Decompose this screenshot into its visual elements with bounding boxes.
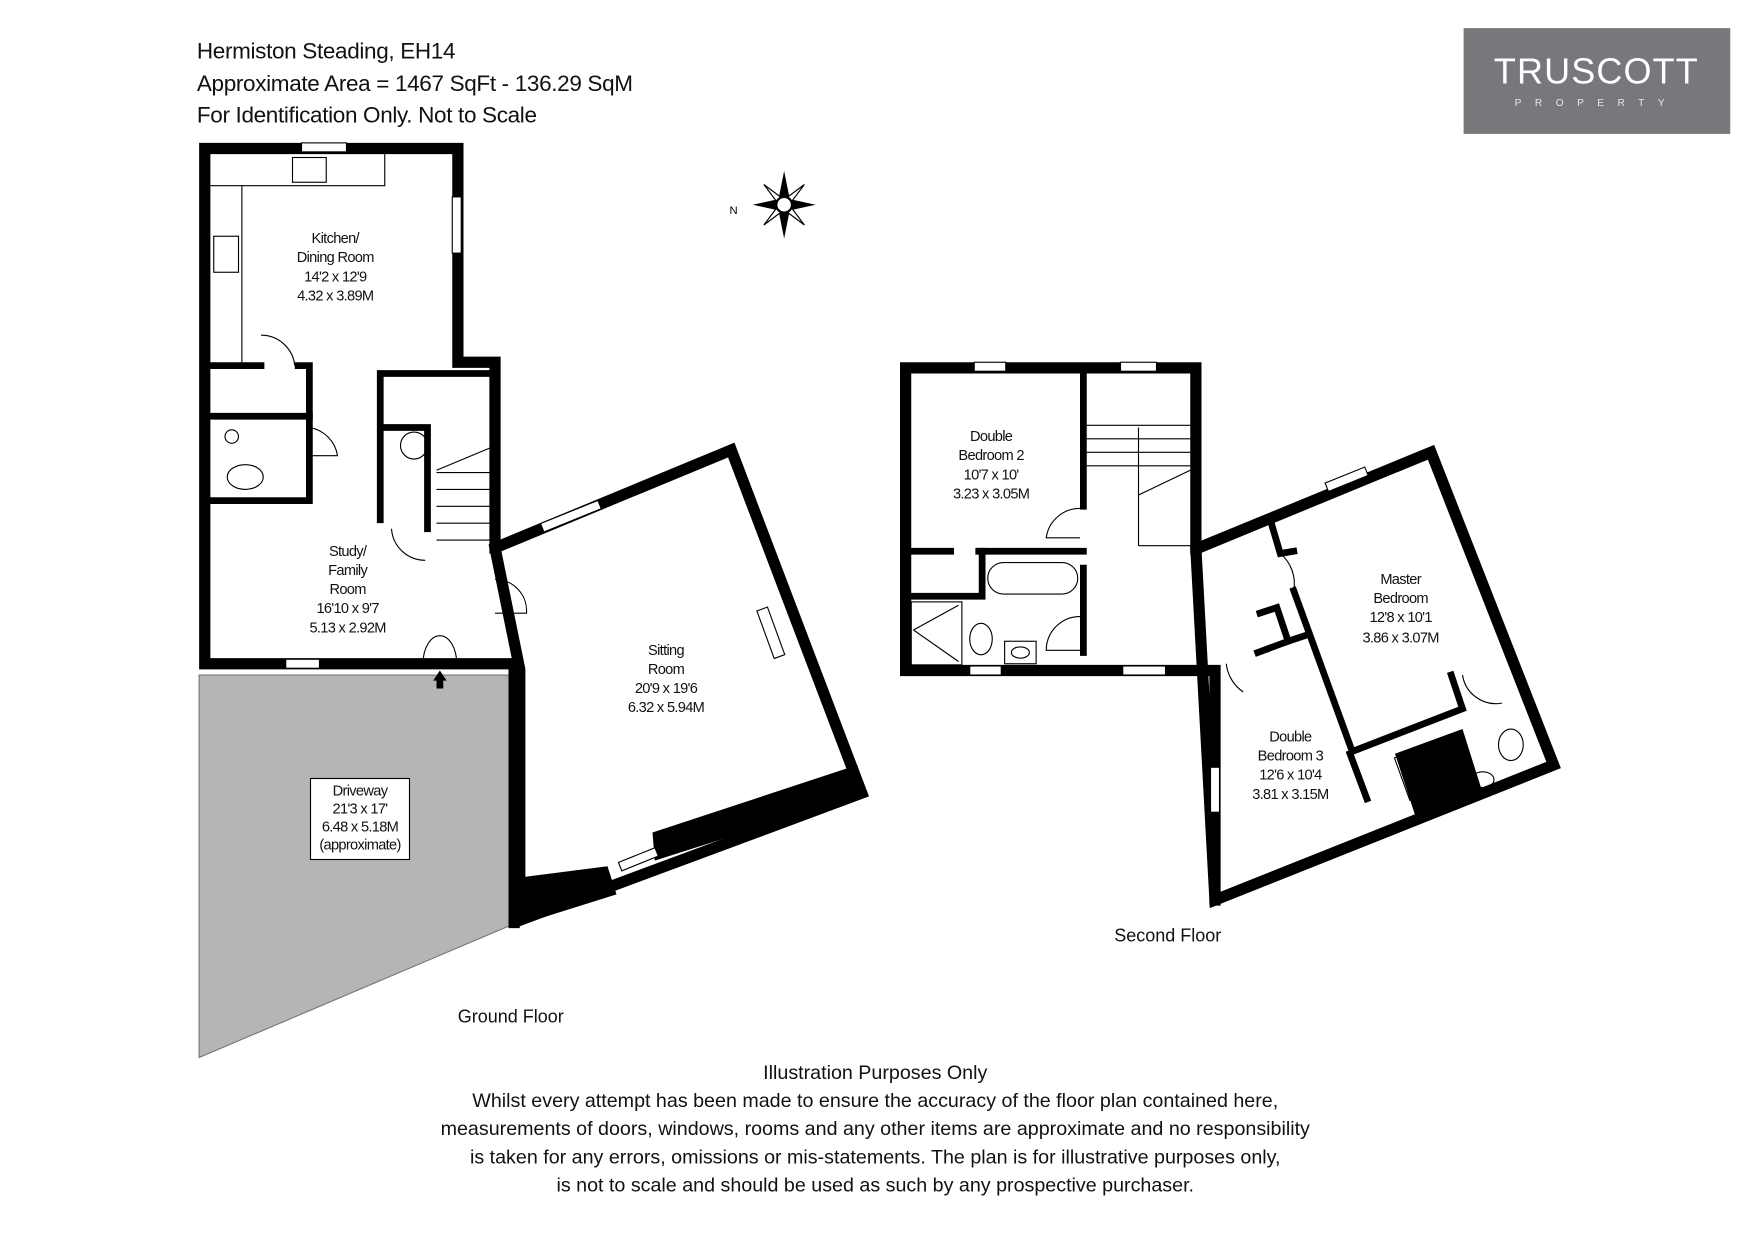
room-dim-metric: 3.23 x 3.05M	[953, 486, 1029, 502]
room-name: Bedroom 2	[958, 448, 1024, 464]
room-name: Kitchen/	[312, 231, 361, 247]
room-dim-imperial: 14'2 x 12'9	[304, 269, 367, 285]
room-name: Family	[328, 563, 368, 579]
disclaimer-line: Whilst every attempt has been made to en…	[472, 1090, 1278, 1112]
room-name: Bedroom 3	[1258, 749, 1324, 765]
entrance-arrow-icon	[433, 670, 447, 689]
room-driveway: Driveway 21'3 x 17' 6.48 x 5.18M (approx…	[309, 777, 411, 861]
room-dim-metric: 3.86 x 3.07M	[1362, 630, 1438, 646]
room-dim-metric: 6.32 x 5.94M	[628, 700, 704, 716]
compass-icon	[752, 171, 816, 239]
room-name: Room	[648, 662, 685, 678]
room-name: Driveway	[333, 783, 389, 799]
logo-name: TRUSCOTT	[1494, 50, 1699, 91]
room-name: Study/	[329, 544, 368, 560]
room-sitting: Sitting Room 20'9 x 19'6 6.32 x 5.94M	[628, 643, 705, 716]
room-master-bedroom: Master Bedroom 12'8 x 10'1 3.86 x 3.07M	[1362, 572, 1439, 647]
disclaimer-line: is taken for any errors, omissions or mi…	[470, 1146, 1281, 1168]
room-dim-metric: 4.32 x 3.89M	[297, 288, 373, 304]
room-double-bedroom-3: Double Bedroom 3 12'6 x 10'4 3.81 x 3.15…	[1252, 729, 1329, 803]
room-dim-imperial: 12'8 x 10'1	[1369, 610, 1432, 626]
disclaimer: Illustration Purposes Only Whilst every …	[441, 1062, 1310, 1197]
room-name: Double	[1269, 729, 1312, 745]
identification-note: For Identification Only. Not to Scale	[197, 103, 537, 128]
room-dim-metric: 3.81 x 3.15M	[1252, 787, 1328, 803]
room-double-bedroom-2: Double Bedroom 2 10'7 x 10' 3.23 x 3.05M	[953, 429, 1030, 502]
room-name: Dining Room	[297, 250, 375, 266]
property-title: Hermiston Steading, EH14	[197, 39, 455, 64]
room-dim-imperial: 16'10 x 9'7	[316, 601, 379, 617]
room-name: Bedroom	[1373, 591, 1428, 607]
driveway-area	[198, 674, 513, 1059]
room-dim-imperial: 20'9 x 19'6	[635, 681, 698, 697]
room-dim-metric: 5.13 x 2.92M	[309, 620, 385, 636]
logo-sub: PROPERTY	[1515, 98, 1678, 109]
room-name: Master	[1380, 572, 1421, 588]
truscott-logo: TRUSCOTT PROPERTY	[1463, 28, 1731, 134]
room-dim-imperial: 21'3 x 17'	[333, 801, 389, 817]
room-name: Sitting	[648, 643, 684, 659]
room-study: Study/ Family Room 16'10 x 9'7 5.13 x 2.…	[309, 544, 386, 637]
compass-north-label: N	[729, 205, 737, 217]
room-name: Double	[970, 429, 1013, 445]
ground-floor-label: Ground Floor	[458, 1007, 564, 1027]
ground-floor-plan: Kitchen/ Dining Room 14'2 x 12'9 4.32 x …	[198, 142, 870, 1059]
room-dim-metric: 6.48 x 5.18M	[322, 819, 398, 835]
room-dim-imperial: 10'7 x 10'	[964, 467, 1020, 483]
room-name: Room	[329, 582, 366, 598]
room-note: (approximate)	[319, 837, 400, 853]
disclaimer-heading: Illustration Purposes Only	[763, 1062, 987, 1084]
disclaimer-line: measurements of doors, windows, rooms an…	[441, 1118, 1310, 1140]
room-dim-imperial: 12'6 x 10'4	[1259, 768, 1322, 784]
room-kitchen: Kitchen/ Dining Room 14'2 x 12'9 4.32 x …	[297, 231, 375, 304]
second-floor-label: Second Floor	[1114, 926, 1221, 946]
disclaimer-line: is not to scale and should be used as su…	[556, 1174, 1194, 1196]
area-text: Approximate Area = 1467 SqFt - 136.29 Sq…	[197, 71, 633, 96]
second-floor-plan: Double Bedroom 2 10'7 x 10' 3.23 x 3.05M…	[900, 361, 1561, 946]
